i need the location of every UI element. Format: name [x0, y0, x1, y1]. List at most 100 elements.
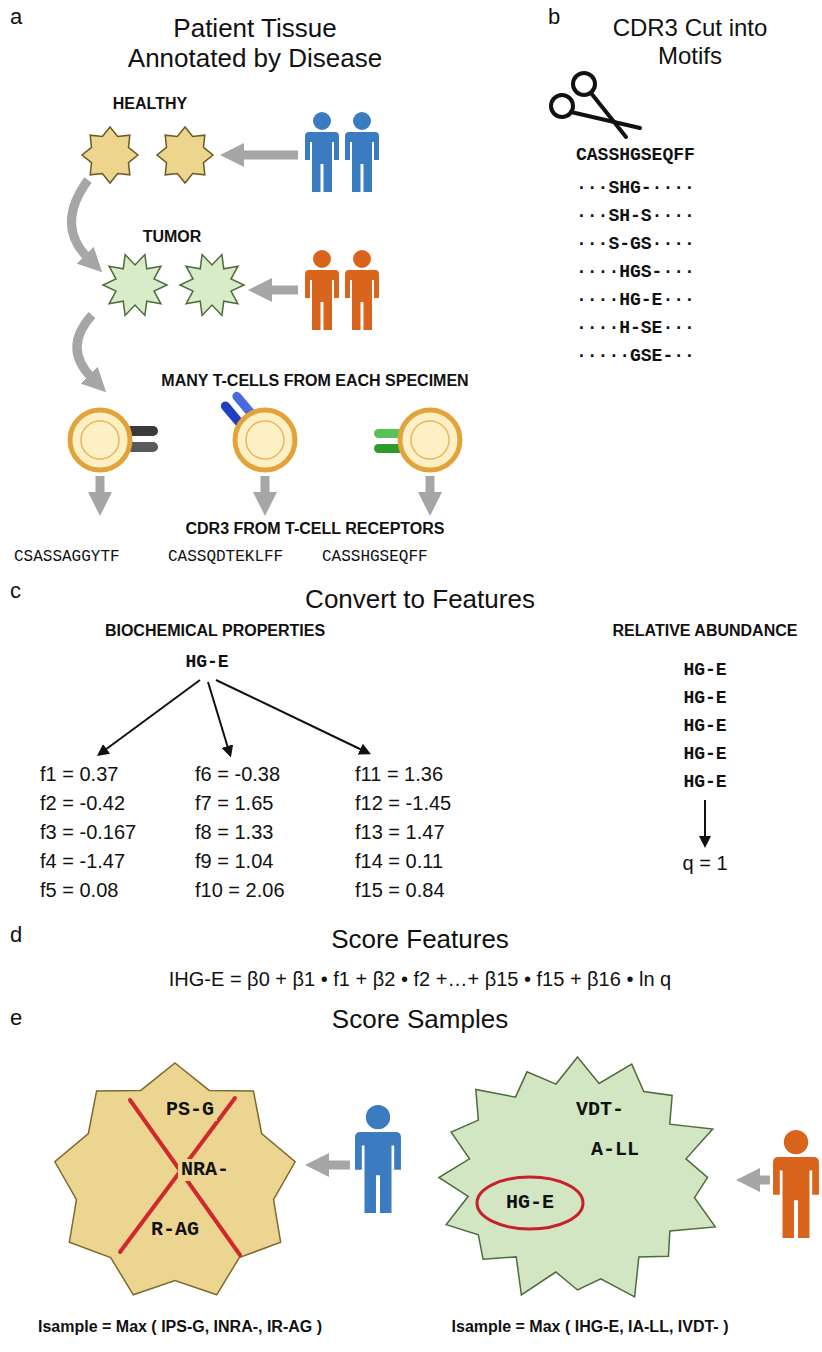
motif-text: HG-E: [683, 660, 726, 681]
tissue-shape: [55, 1063, 295, 1295]
tumor-patient-icon: [773, 1130, 819, 1238]
t-cell-icon: [70, 390, 460, 470]
sample-score-formula: Isample = Max ( IPS-G, INRA-, IR-AG ): [38, 1318, 322, 1336]
healthy-tissue-icons: [82, 127, 213, 183]
section-label: RELATIVE ABUNDANCE: [613, 622, 798, 640]
highlight-ellipse: HG-E: [475, 1175, 585, 1231]
motif-text: HG-E: [185, 652, 228, 673]
motif-text: ····H-SE···: [576, 318, 695, 339]
flow-arrow: [426, 476, 435, 496]
highlight-ellipse: [477, 1177, 583, 1229]
feature-value: f1 = 0.37: [40, 763, 118, 786]
feature-value: f6 = -0.38: [195, 763, 280, 786]
motif-text: HG-E: [683, 772, 726, 793]
feature-arrow: [208, 682, 228, 748]
section-label: MANY T-CELLS FROM EACH SPECIMEN: [161, 372, 468, 390]
cdr3-sequence: CASSQDTEKLFF: [168, 548, 283, 566]
motif-text: ····HG-E···: [576, 290, 695, 311]
panel-heading: Score Samples: [332, 1005, 508, 1035]
panel-heading: Score Features: [331, 925, 509, 955]
feature-value: f14 = 0.11: [355, 850, 443, 873]
flow-arrow: [261, 476, 270, 496]
feature-value: f4 = -1.47: [40, 850, 125, 873]
feature-arrow: [216, 680, 362, 750]
flow-arrow: [268, 286, 298, 295]
feature-value: f3 = -0.167: [40, 821, 136, 844]
flow-arrow: [240, 151, 298, 160]
panel-letter: e: [10, 1005, 22, 1030]
panel-letter: c: [10, 578, 21, 603]
cdr3-sequence: CSASSAGGYTF: [14, 548, 120, 566]
feature-value: f8 = 1.33: [195, 821, 273, 844]
t-cell-icon: [219, 390, 295, 470]
motif-text: ···SHG-····: [576, 178, 695, 199]
sample-arrow: [756, 1176, 770, 1185]
rejection-cross: [130, 1100, 240, 1255]
section-label: BIOCHEMICAL PROPERTIES: [105, 622, 325, 640]
flow-arrow: [96, 476, 105, 496]
t-cell-icon: [411, 421, 449, 459]
panel-heading: CDR3 Cut into Motifs: [585, 14, 795, 69]
feature-value: f13 = 1.47: [355, 821, 445, 844]
tissue-shape: [439, 1057, 715, 1297]
healthy-donor-icons: [305, 112, 339, 192]
motif-text: A-LL: [591, 1139, 639, 1161]
t-cell-icon: [70, 410, 130, 470]
motif-text: PS-G: [163, 1099, 217, 1121]
motif-text: CASSHGSEQFF: [576, 145, 695, 166]
score-formula: IHG-E = β0 + β1 • f1 + β2 • f2 +…+ β15 •…: [169, 968, 671, 991]
feature-value: f9 = 1.04: [195, 850, 273, 873]
t-cell-icon: [81, 421, 119, 459]
tumor-tissue: VDT-A-LLHG-E: [425, 1045, 730, 1310]
motif-text: HG-E: [506, 1192, 554, 1214]
feature-value: f12 = -1.45: [355, 792, 451, 815]
motif-text: HG-E: [683, 744, 726, 765]
cdr3-sequence: CASSHGSEQFF: [322, 548, 428, 566]
section-label: TUMOR: [143, 228, 202, 246]
scissors-icon: [571, 112, 640, 128]
scissors-icon: [551, 73, 640, 137]
panel-heading: Convert to Features: [305, 585, 535, 615]
feature-value: f7 = 1.65: [195, 792, 273, 815]
section-label: CDR3 FROM T-CELL RECEPTORS: [186, 520, 445, 538]
healthy-tissue-icons: [82, 127, 138, 183]
tumor-tissue-icons: [180, 255, 244, 316]
healthy-tissue-outline: [50, 1060, 300, 1305]
feature-value: f10 = 2.06: [195, 879, 285, 902]
healthy-donor-icons: [305, 112, 379, 192]
feature-value: f2 = -0.42: [40, 792, 125, 815]
tumor-patient-icons: [345, 250, 379, 330]
feature-arrow: [105, 680, 705, 838]
t-cell-icon: [374, 410, 460, 470]
panel-heading: Patient Tissue Annotated by Disease: [115, 14, 395, 74]
sample-arrow: [325, 1161, 350, 1170]
tumor-patient-icons: [305, 250, 379, 330]
rejection-cross: [120, 1098, 235, 1252]
flow-arrow: [77, 315, 92, 378]
tumor-tissue-icons: [103, 255, 167, 316]
healthy-tissue: PS-GNRA-R-AG: [50, 1060, 300, 1305]
t-cell-icon: [400, 410, 460, 470]
healthy-donor-icons: [345, 112, 379, 192]
motif-text: NRA-: [178, 1159, 232, 1181]
panel-letter: b: [548, 4, 560, 29]
feature-value: q = 1: [682, 852, 727, 875]
t-cell-icon: [246, 421, 284, 459]
tumor-tissue-icons: [103, 255, 244, 316]
scissors-icon: [591, 93, 626, 137]
feature-arrow: [704, 800, 706, 838]
tumor-patient-icon: [773, 1130, 819, 1238]
t-cell-icon: [70, 410, 158, 470]
healthy-donor-icon: [355, 1105, 401, 1213]
sample-score-formula: Isample = Max ( IHG-E, IA-LL, IVDT- ): [452, 1318, 729, 1336]
tumor-tissue-outline: [425, 1045, 730, 1310]
feature-arrow: [105, 680, 200, 750]
motif-text: ···S-GS····: [576, 234, 695, 255]
motif-text: HG-E: [683, 688, 726, 709]
flow-arrow: [72, 180, 89, 258]
healthy-donor-icon: [355, 1105, 401, 1213]
panel-letter: d: [10, 922, 22, 947]
feature-value: f11 = 1.36: [355, 763, 443, 786]
panel-letter: a: [10, 4, 22, 29]
